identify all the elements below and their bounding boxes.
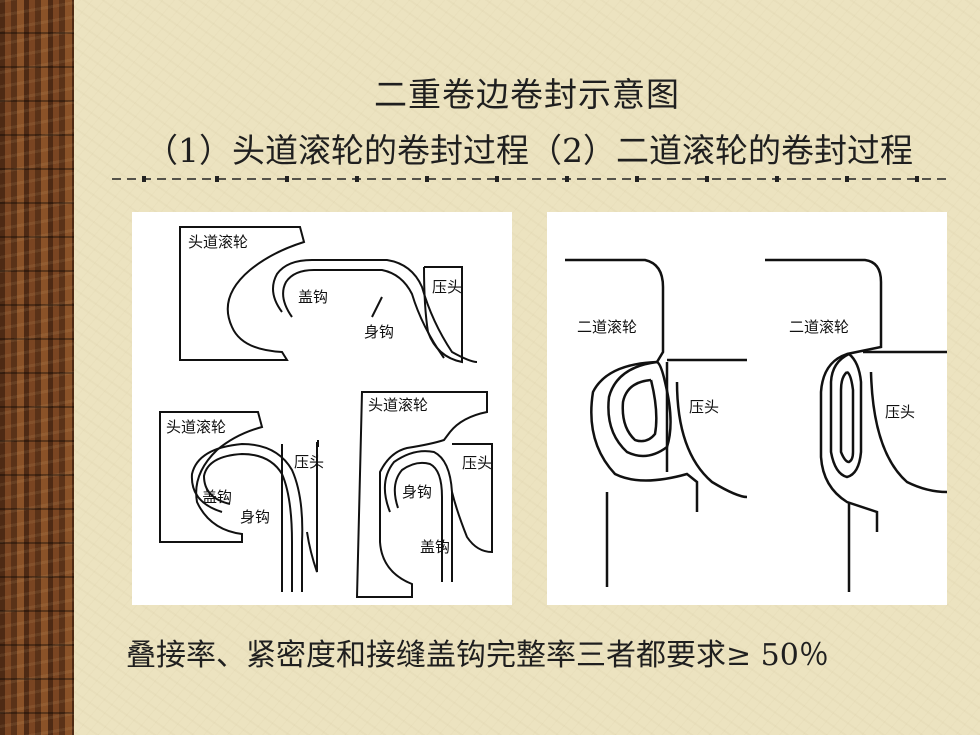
label-roller-a: 头道滚轮 [188,233,248,251]
chuck-b [281,442,318,592]
seam-e [829,352,863,479]
chuck-a [423,266,463,364]
label-body-hook-c: 身钩 [402,483,432,501]
dashed-divider [112,176,952,182]
cover-hook-a [272,259,478,363]
label-cover-hook-c: 盖钩 [420,538,450,556]
label-roller-b: 头道滚轮 [166,418,226,436]
requirement-note: 叠接率、紧密度和接缝盖钩完整率三者都要求≥ 50％ [126,638,829,673]
label-chuck-c: 压头 [462,454,492,472]
slide-title: 二重卷边卷封示意图 [374,75,680,114]
second-roller-diagram: 二道滚轮 压头 二道滚轮 压头 [547,212,947,605]
chuck-c [451,443,493,554]
chuck-e [863,350,947,494]
label-roller-c: 头道滚轮 [368,396,428,414]
roller-e-outline [765,258,883,532]
roller-a-outline [179,226,306,361]
cover-hook-c [383,450,453,582]
label-cover-hook-b: 盖钩 [202,488,232,506]
label-body-hook-b: 身钩 [240,508,270,526]
label-body-hook-a: 身钩 [364,323,394,341]
cover-hook-b [190,442,304,592]
chuck-d [667,358,748,499]
label-chuck-a: 压头 [432,278,462,296]
roller-c-outline [355,391,488,598]
label-roller-e: 二道滚轮 [789,318,849,336]
label-cover-hook-a: 盖钩 [298,288,328,306]
label-chuck-b: 压头 [294,453,324,471]
wood-sidebar [0,0,74,735]
slide-subtitle: （1）头道滚轮的卷封过程（2）二道滚轮的卷封过程 [145,131,913,170]
label-chuck-e: 压头 [885,403,915,421]
label-chuck-d: 压头 [689,398,719,416]
first-roller-diagram: 头道滚轮 盖钩 身钩 压头 头道滚轮 盖钩 身钩 压头 头道滚轮 压头 身钩 盖… [132,212,512,605]
label-roller-d: 二道滚轮 [577,318,637,336]
seam-d [607,360,672,458]
roller-b-outline [159,411,264,543]
roller-d-outline [565,258,699,512]
